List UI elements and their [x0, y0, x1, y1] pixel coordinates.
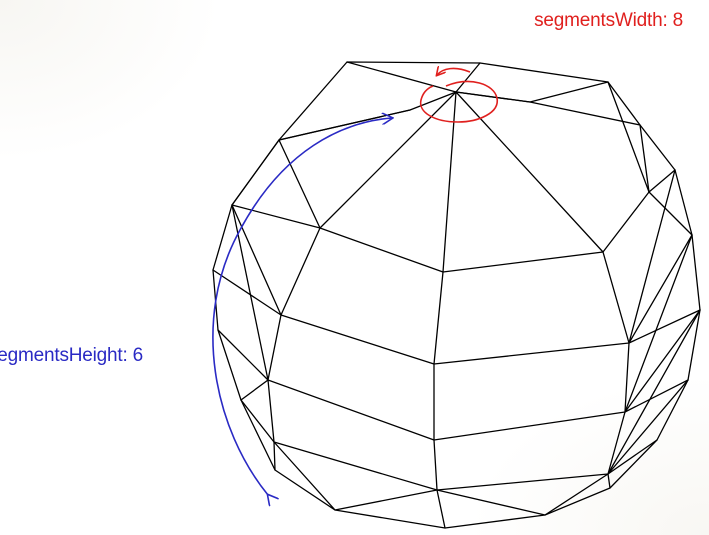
- rotation-arrow-icon: [437, 68, 471, 75]
- latitude-ring-2: [231, 169, 676, 273]
- sphere-silhouette: [212, 61, 701, 529]
- meridian-10: [607, 81, 693, 236]
- sphere-wireframe: [212, 61, 701, 529]
- meridian-3: [455, 91, 650, 193]
- height-arc-arrow-icon: [212, 118, 392, 495]
- meridian-11: [628, 169, 701, 344]
- segments-width-label: segmentsWidth: 8: [534, 10, 683, 31]
- meridian-1: [346, 61, 457, 93]
- meridian-2: [455, 62, 481, 93]
- segments-height-annotation: [212, 118, 392, 495]
- latitude-ring-1: [278, 81, 609, 141]
- segments-height-label: segmentsHeight: 6: [0, 345, 144, 366]
- rotation-ellipse: [419, 80, 498, 123]
- meridian-12: [624, 234, 693, 413]
- meridian-8: [231, 139, 282, 316]
- meridian-5: [433, 91, 457, 529]
- latitude-ring-3: [212, 234, 693, 365]
- meridian-4: [455, 91, 630, 489]
- segments-width-annotation: [419, 68, 498, 123]
- meridian-7: [278, 109, 411, 229]
